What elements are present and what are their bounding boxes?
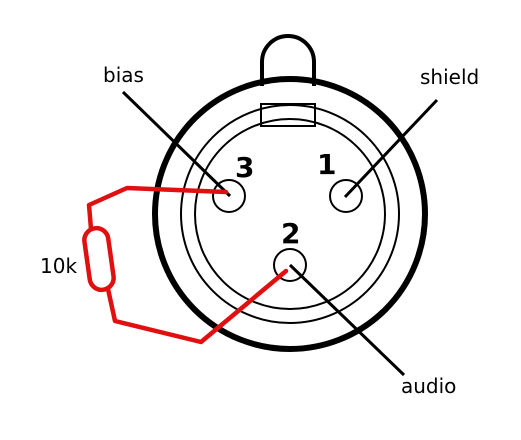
connector-inner-ring [180, 104, 400, 324]
pin-3-socket [212, 179, 246, 213]
pin-1-socket [329, 179, 363, 213]
bias-leader-line [121, 90, 232, 198]
shield-label: shield [420, 65, 479, 89]
pin-1-number: 1 [317, 148, 336, 181]
connector-key-notch [260, 103, 316, 127]
resistor-wire-bottom [105, 268, 289, 345]
shield-leader-line [343, 98, 439, 199]
resistor-body [82, 225, 116, 293]
resistor-wire-top [86, 185, 229, 232]
connector-insert-ring [194, 118, 386, 310]
audio-label: audio [401, 374, 456, 398]
audio-leader-line [288, 263, 406, 377]
connector-outer-shell [152, 76, 428, 352]
connector-latch-tab [260, 34, 316, 86]
bias-label: bias [103, 63, 144, 87]
pin-3-number: 3 [235, 151, 254, 184]
resistor-value-label: 10k [40, 254, 77, 278]
pin-2-number: 2 [281, 217, 300, 250]
pin-2-socket [273, 248, 307, 282]
